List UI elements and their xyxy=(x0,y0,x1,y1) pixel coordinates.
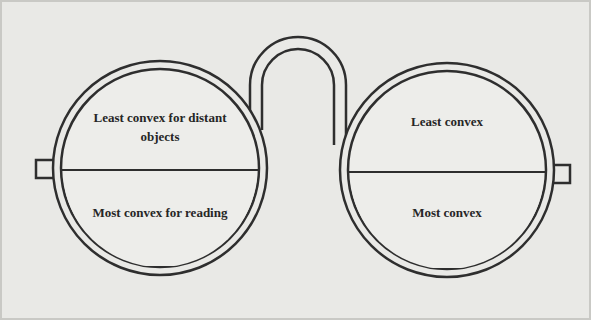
lens-half: Most convex for reading xyxy=(63,172,257,266)
lens-label: Most convex xyxy=(412,204,482,223)
lens-half-shape xyxy=(350,174,544,268)
lens-half: Least convex for distant objects xyxy=(63,74,257,168)
lens-label: Least convex xyxy=(411,113,483,132)
lens-glass xyxy=(63,172,257,266)
lens-rim xyxy=(53,61,554,277)
lens-glass xyxy=(63,74,257,168)
lens-divider xyxy=(348,171,546,173)
lens-half: Most convex xyxy=(350,174,544,268)
lens-half: Least convex xyxy=(350,76,544,170)
lens-label: Least convex for distant objects xyxy=(90,109,230,147)
lens-divider xyxy=(61,169,259,171)
bridge xyxy=(250,37,346,145)
lens-label: Most convex for reading xyxy=(93,204,228,223)
lens-glass xyxy=(350,76,544,170)
lens-glass xyxy=(350,174,544,268)
